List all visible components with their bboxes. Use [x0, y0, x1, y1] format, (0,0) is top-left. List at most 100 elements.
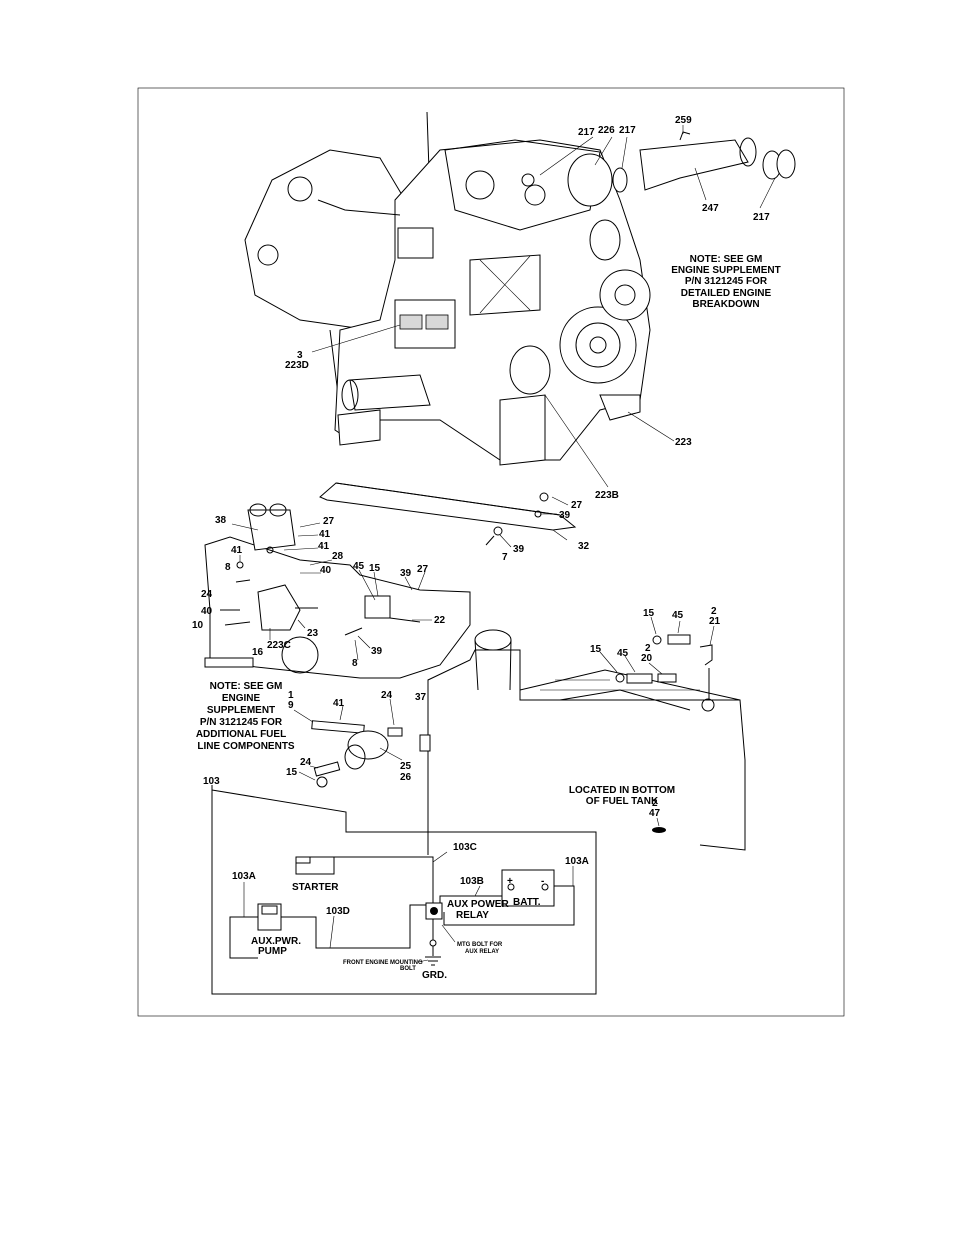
alternator — [599, 269, 651, 321]
engine-note: NOTE: SEE GM ENGINE SUPPLEMENT P/N 31212… — [671, 254, 780, 310]
callout-226: 226 — [598, 125, 615, 136]
oil-fill-cap — [287, 176, 313, 202]
pump-label-1: AUX.PWR. — [251, 936, 301, 947]
battery-label: BATT. — [513, 897, 541, 908]
ground-bolt — [429, 939, 437, 947]
callout-27-b: 27 — [417, 564, 429, 575]
fuel-regulator — [364, 595, 391, 619]
callout-15-tank-b: 15 — [590, 644, 602, 655]
pump-label-2: PUMP — [258, 946, 287, 957]
svg-text:NOTE: SEE GM: NOTE: SEE GM — [690, 254, 763, 265]
air-intake-tube — [639, 139, 749, 191]
callout-1: 1 — [288, 690, 294, 701]
callout-27-bracket: 27 — [571, 500, 583, 511]
wire-103d — [281, 904, 426, 949]
mounting-bracket: 27 39 7 39 32 — [319, 482, 590, 563]
callout-22: 22 — [434, 615, 446, 626]
callout-15-pump: 15 — [286, 767, 298, 778]
callout-217-c: 217 — [753, 212, 770, 223]
wire-103c — [334, 856, 434, 905]
callout-20: 20 — [641, 653, 653, 664]
callout-41-b: 41 — [231, 545, 243, 556]
fuel-filter-housing — [257, 584, 301, 631]
callout-26: 26 — [400, 772, 412, 783]
callout-39-fuel-b: 39 — [371, 646, 383, 657]
wire-label-103a-left: 103A — [232, 871, 256, 882]
wire-103b — [439, 895, 502, 905]
exhaust-elbow — [567, 153, 613, 207]
engine-mount-left — [337, 409, 381, 446]
callout-41-a: 41 — [319, 529, 331, 540]
starter-motor — [349, 374, 431, 411]
callout-24-a: 24 — [201, 589, 213, 600]
aux-pump-assembly: 1 9 41 24 37 24 15 25 26 — [286, 690, 427, 788]
callout-40-a: 40 — [320, 565, 332, 576]
svg-text:ADDITIONAL FUEL: ADDITIONAL FUEL — [196, 729, 286, 740]
fuel-note: NOTE: SEE GM ENGINE SUPPLEMENT P/N 31212… — [196, 681, 295, 752]
callout-45-tank-a: 45 — [672, 610, 684, 621]
fitting-45-b — [626, 673, 653, 684]
svg-text:BREAKDOWN: BREAKDOWN — [692, 299, 759, 310]
mtg-bolt-label-1: MTG BOLT FOR — [457, 942, 503, 948]
wire-103a-right — [443, 885, 575, 926]
tank-location-note-1: LOCATED IN BOTTOM — [569, 785, 675, 796]
callout-32: 32 — [578, 541, 590, 552]
callout-2-tank-a: 2 — [711, 606, 717, 617]
pump-hose — [313, 761, 341, 777]
callout-223c: 223C — [267, 640, 291, 651]
callout-217-b: 217 — [619, 125, 636, 136]
battery-symbol — [501, 869, 555, 907]
wire-label-103c: 103C — [453, 842, 477, 853]
svg-text:ENGINE SUPPLEMENT: ENGINE SUPPLEMENT — [671, 265, 780, 276]
callout-40-b: 40 — [201, 606, 213, 617]
svg-text:SUPPLEMENT: SUPPLEMENT — [207, 705, 275, 716]
callout-37: 37 — [415, 692, 427, 703]
wiring-schematic: 103 STARTER + - BATT. AUX POWER RELAY AU… — [203, 776, 597, 995]
pump-bracket — [311, 720, 365, 734]
hose-clamp-right-2 — [776, 149, 796, 179]
relay-label-1: AUX POWER — [447, 899, 509, 910]
callout-24-pump-b: 24 — [300, 757, 312, 768]
callout-45-tank-b: 45 — [617, 648, 629, 659]
svg-text:LINE COMPONENTS: LINE COMPONENTS — [197, 741, 295, 752]
callout-15-fuel: 15 — [369, 563, 381, 574]
callout-2-tank-b: 2 — [645, 643, 651, 654]
schematic-frame — [211, 789, 597, 995]
fuel-tank: 15 45 2 21 15 45 2 20 LOCATED IN BOTTOM … — [419, 606, 746, 855]
oil-filter — [509, 345, 551, 395]
tank-boss — [419, 734, 431, 752]
tank-filler-neck — [474, 629, 512, 651]
callout-223d: 223D — [285, 360, 309, 371]
callout-23: 23 — [307, 628, 319, 639]
engine-mount-front — [499, 394, 546, 466]
tank-location-note-2: OF FUEL TANK — [586, 796, 659, 807]
callout-41-pump: 41 — [333, 698, 345, 709]
callout-39-bracket-a: 39 — [559, 510, 571, 521]
relay-label-2: RELAY — [456, 910, 489, 921]
callout-15-tank-a: 15 — [643, 608, 655, 619]
callout-217-a: 217 — [578, 127, 595, 138]
starter-symbol — [295, 856, 335, 875]
engine-mount-right — [599, 394, 641, 421]
plate-tab — [204, 657, 254, 668]
callout-10: 10 — [192, 620, 204, 631]
battery-negative: - — [541, 876, 544, 887]
callout-223: 223 — [675, 437, 692, 448]
solenoid-valve — [247, 509, 296, 551]
fuel-components: 38 27 41 41 41 28 8 40 45 15 39 27 24 40… — [192, 503, 471, 752]
callout-8-a: 8 — [225, 562, 231, 573]
callout-38: 38 — [215, 515, 227, 526]
aux-pump-symbol — [257, 903, 282, 931]
bellhousing — [244, 149, 406, 331]
svg-text:DETAILED ENGINE: DETAILED ENGINE — [681, 288, 772, 299]
callout-8-b: 8 — [352, 658, 358, 669]
bracket-plate — [319, 482, 577, 531]
svg-text:ENGINE: ENGINE — [222, 693, 261, 704]
svg-text:NOTE: SEE GM: NOTE: SEE GM — [210, 681, 283, 692]
fitting-45-a — [667, 634, 691, 645]
crank-pulley — [559, 306, 637, 384]
callout-47: 47 — [649, 808, 661, 819]
aux-pump-body — [347, 730, 389, 760]
